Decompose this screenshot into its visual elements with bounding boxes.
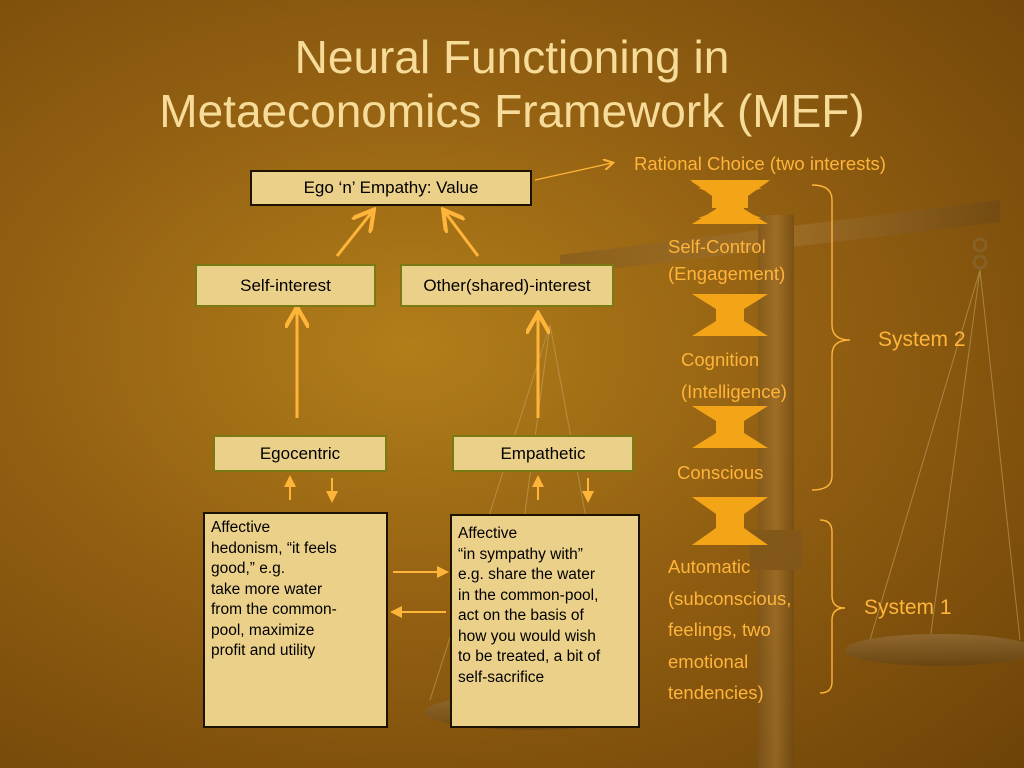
other-interest-label: Other(shared)-interest [423,275,591,295]
affective-egocentric-line: from the common- [211,601,337,618]
affective-empathetic-line: how you would wish [458,627,596,645]
cognition-label: Cognition (Intelligence) [681,344,787,407]
affective-empathetic-line: in the common-pool, [458,586,599,604]
empathetic-label: Empathetic [500,443,586,463]
value-box: Ego ‘n’ Empathy: Value [250,170,532,206]
affective-empathetic-line: to be treated, a bit of [458,648,601,665]
egocentric-box: Egocentric [213,435,387,472]
automatic-label: Automatic (subconscious, feelings, two emot… [668,551,791,709]
cognition-line-2: (Intelligence) [681,380,787,402]
automatic-line: feelings, two [668,619,771,640]
self-interest-label: Self-interest [240,275,331,295]
affective-empathetic-line: Affective [458,525,518,542]
affective-egocentric-line: Affective [211,519,271,536]
other-interest-box: Other(shared)-interest [400,264,614,307]
affective-empathetic-box: Affective “in sympathy with” e.g. share th… [450,514,640,728]
conscious-label: Conscious [677,462,764,483]
system2-label: System 2 [878,328,966,351]
slide-title: Neural Functioning in Metaeconomics Fram… [0,30,1024,138]
affective-egocentric-line: hedonism, “it feels [211,539,337,557]
title-line-1: Neural Functioning in [294,31,730,83]
affective-egocentric-line: pool, maximize [211,621,315,639]
automatic-line: tendencies) [668,682,764,703]
rational-choice-label: Rational Choice (two interests) [634,153,886,174]
empathetic-box: Empathetic [452,435,634,472]
title-line-2: Metaeconomics Framework (MEF) [159,85,865,137]
affective-egocentric-line: good,” e.g. [211,560,286,577]
affective-empathetic-line: act on the basis of [458,607,584,624]
self-control-line-2: (Engagement) [668,263,786,284]
value-box-label: Ego ‘n’ Empathy: Value [303,178,479,197]
automatic-line: Automatic [668,556,751,577]
affective-egocentric-line: take more water [211,580,323,598]
affective-empathetic-line: “in sympathy with” [458,545,583,563]
self-control-line-1: Self-Control [668,236,766,257]
automatic-line: emotional [668,650,749,672]
affective-egocentric-box: Affective hedonism, “it feels good,” e.g. t… [203,512,388,728]
system1-label: System 1 [864,596,952,619]
self-interest-box: Self-interest [195,264,376,307]
affective-empathetic-line: e.g. share the water [458,566,595,583]
affective-egocentric-line: profit and utility [211,642,316,659]
egocentric-label: Egocentric [259,443,341,463]
self-control-label: Self-Control (Engagement) [668,233,785,287]
affective-empathetic-line: self-sacrifice [458,668,545,686]
automatic-line: (subconscious, [668,587,792,609]
cognition-line-1: Cognition [681,349,760,370]
